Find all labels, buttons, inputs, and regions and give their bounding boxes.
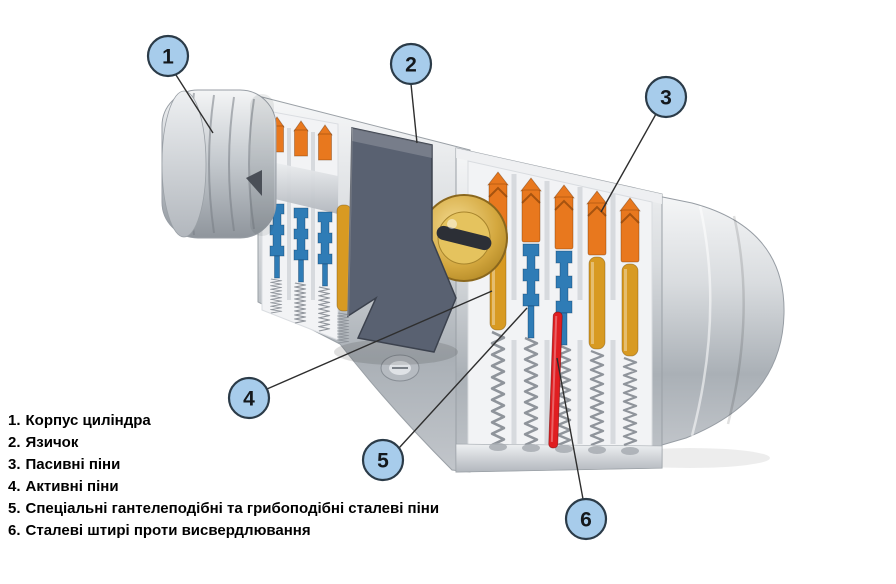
legend-number: 2.	[8, 434, 21, 451]
callout-line	[266, 290, 493, 390]
callout-number: 2	[405, 54, 417, 77]
callout-line	[398, 307, 528, 449]
legend-label: Пасивні піни	[25, 456, 121, 473]
legend-label: Сталеві штирі проти висвердлювання	[25, 522, 311, 539]
callout-4: 4	[227, 290, 493, 420]
callout-number: 6	[580, 509, 592, 532]
legend-number: 3.	[8, 456, 21, 473]
legend-item: 5.Спеціальні гантелеподібні та грибоподі…	[8, 500, 439, 517]
legend: 1.Корпус циліндра 2.Язичок 3.Пасивні пін…	[8, 412, 439, 544]
callout-line	[556, 357, 584, 500]
legend-item: 1.Корпус циліндра	[8, 412, 439, 429]
anti-drill-pin	[548, 311, 563, 449]
legend-item: 3.Пасивні піни	[8, 456, 439, 473]
callout-circle	[227, 376, 271, 420]
rear-end-cap	[637, 191, 785, 453]
legend-number: 5.	[8, 500, 21, 517]
bottom-rim	[455, 443, 663, 473]
brass-core	[420, 194, 508, 282]
callout-circle	[389, 42, 433, 86]
active-pins	[489, 237, 639, 357]
callout-number: 5	[377, 450, 389, 473]
keyway	[436, 225, 492, 251]
callout-circle	[361, 438, 405, 482]
callout-3: 3	[600, 75, 688, 213]
legend-label: Язичок	[25, 434, 79, 451]
legend-item: 2.Язичок	[8, 434, 439, 451]
callout-1: 1	[146, 34, 214, 134]
callout-line	[600, 113, 657, 213]
legend-label: Корпус циліндра	[25, 412, 151, 429]
legend-number: 4.	[8, 478, 21, 495]
left-pin-chamber	[261, 109, 352, 345]
knob-notch	[246, 170, 262, 196]
cam	[334, 127, 458, 365]
callout-number: 4	[243, 388, 255, 411]
mushroom-pins	[522, 243, 573, 346]
callout-6: 6	[556, 357, 608, 541]
legend-number: 6.	[8, 522, 21, 539]
screw-hole	[380, 354, 420, 382]
legend-number: 1.	[8, 412, 21, 429]
callout-line	[410, 83, 418, 144]
callout-5: 5	[361, 307, 528, 482]
callout-number: 3	[660, 87, 672, 110]
knob-front-face	[161, 90, 207, 238]
callout-number: 1	[162, 46, 174, 69]
callout-circle	[146, 34, 190, 78]
front-knob	[161, 89, 277, 239]
legend-item: 6.Сталеві штирі проти висвердлювання	[8, 522, 439, 539]
legend-label: Активні піни	[25, 478, 119, 495]
callout-circle	[564, 497, 608, 541]
callouts: 1 2 3 4 5 6	[146, 34, 688, 541]
legend-item: 4.Активні піни	[8, 478, 439, 495]
callout-2: 2	[389, 42, 433, 144]
legend-label: Спеціальні гантелеподібні та грибоподібн…	[25, 500, 440, 517]
callout-line	[175, 74, 214, 134]
callout-circle	[644, 75, 688, 119]
